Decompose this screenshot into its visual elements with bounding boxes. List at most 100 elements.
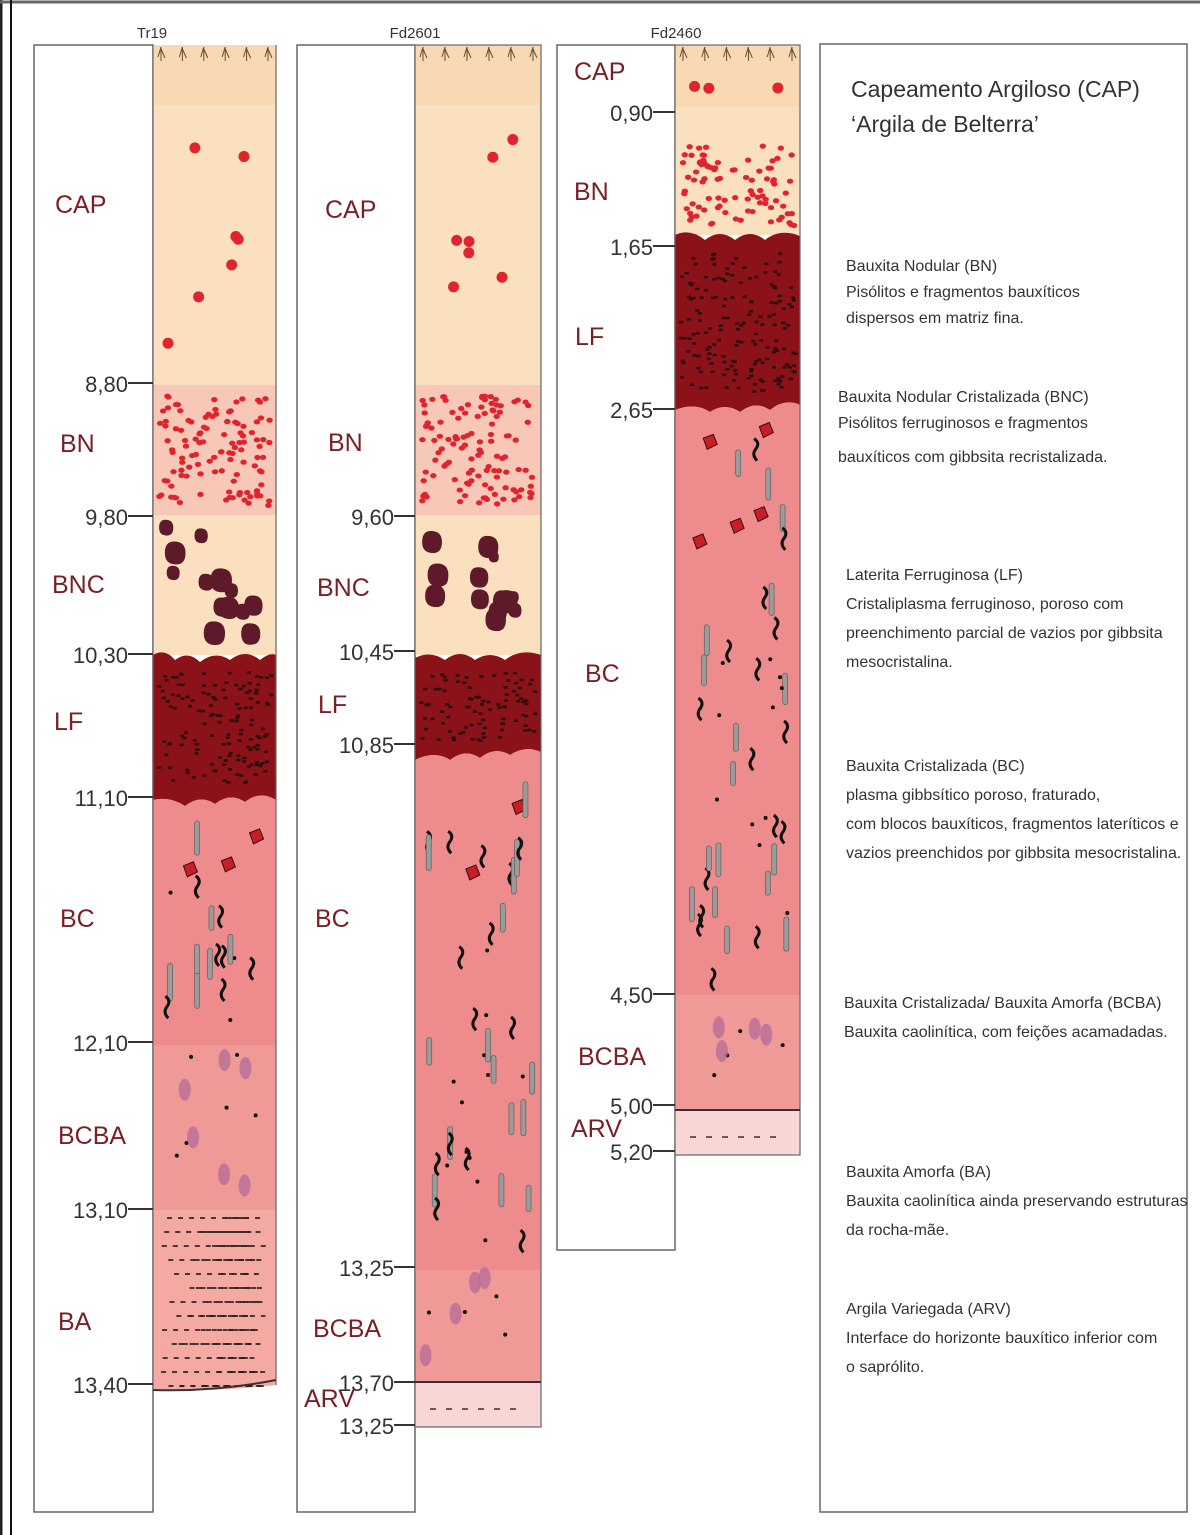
pisolite: [163, 419, 169, 424]
pore-mark: [440, 710, 444, 713]
pore-mark: [760, 323, 764, 326]
gibbsite-crystal: [491, 1055, 496, 1083]
pore-mark: [235, 703, 239, 706]
pisolite: [164, 438, 170, 443]
pisolite: [211, 397, 217, 402]
pore-mark: [235, 717, 239, 720]
pore-mark: [173, 707, 177, 710]
profile-fd2460-column: [675, 45, 800, 1155]
pore-mark: [473, 710, 477, 713]
pore-mark: [773, 379, 777, 382]
pisolite: [260, 437, 266, 442]
pisolite: [701, 176, 707, 181]
pisolite: [212, 469, 218, 474]
pisolite: [491, 468, 497, 473]
pore-mark: [757, 358, 761, 361]
kaolinite-patch: [760, 1024, 772, 1046]
pisolite: [189, 142, 200, 153]
pore-mark: [767, 315, 771, 318]
gibbsite-crystal: [195, 944, 200, 974]
pore-mark: [169, 891, 173, 895]
pore-mark: [443, 676, 447, 679]
layer-arv: [415, 1382, 541, 1427]
pisolite: [445, 437, 451, 442]
pore-mark: [483, 727, 487, 730]
pisolite: [503, 470, 509, 475]
pore-mark: [263, 770, 267, 773]
pore-mark: [261, 728, 265, 731]
pisolite: [680, 160, 686, 165]
depth-label: 10,45: [339, 640, 394, 665]
pisolite: [706, 196, 712, 201]
pisolite: [768, 205, 774, 210]
pisolite: [698, 162, 704, 167]
profile-fd2601-column: [415, 45, 541, 1427]
pore-mark: [712, 263, 716, 266]
pore-mark: [780, 686, 784, 690]
pisolite: [513, 489, 519, 494]
pore-mark: [752, 390, 756, 393]
pisolite: [227, 408, 233, 413]
nodule-blob: [489, 602, 507, 622]
pore-mark: [765, 358, 769, 361]
pore-mark: [210, 734, 214, 737]
pore-mark: [712, 1073, 716, 1077]
pore-mark: [171, 693, 175, 696]
pore-mark: [243, 782, 247, 785]
pore-mark: [761, 380, 765, 383]
pisolite: [175, 402, 181, 407]
pisolite: [475, 473, 481, 478]
pore-mark: [754, 276, 758, 279]
label-bcba: BCBA: [58, 1122, 126, 1150]
pore-mark: [789, 286, 793, 289]
pore-mark: [225, 1106, 229, 1110]
pisolite: [497, 410, 503, 415]
pore-mark: [770, 283, 774, 286]
pore-mark: [197, 710, 201, 713]
pisolite: [236, 440, 242, 445]
layer-cap-top: [675, 45, 800, 107]
pore-mark: [777, 261, 781, 264]
legend-line: o saprólito.: [846, 1359, 924, 1376]
pisolite: [502, 485, 508, 490]
pore-mark: [753, 363, 757, 366]
pore-mark: [749, 300, 753, 303]
pore-mark: [504, 686, 508, 689]
pore-mark: [424, 728, 428, 731]
pisolite: [488, 432, 494, 437]
pore-mark: [162, 697, 166, 700]
pisolite: [686, 144, 692, 149]
pore-mark: [475, 1180, 479, 1184]
pisolite: [256, 444, 262, 449]
pore-mark: [730, 365, 734, 368]
pore-mark: [694, 263, 698, 266]
pore-mark: [210, 763, 214, 766]
label-bn: BN: [574, 178, 609, 206]
legend-line: Pisólitos ferruginosos e fragmentos: [838, 415, 1088, 432]
profile-fd2460-title: Fd2460: [651, 25, 702, 42]
pore-mark: [169, 705, 173, 708]
kaolinite-patch: [179, 1079, 191, 1101]
pore-mark: [228, 672, 232, 675]
pisolite: [240, 424, 246, 429]
gibbsite-crystal: [772, 844, 777, 875]
pisolite: [715, 160, 721, 165]
pore-mark: [533, 690, 537, 693]
pore-mark: [226, 733, 230, 736]
gibbsite-crystal: [486, 1028, 491, 1062]
pisolite: [451, 235, 462, 246]
gibbsite-crystal: [702, 655, 707, 686]
pore-mark: [722, 355, 726, 358]
pore-mark: [180, 697, 184, 700]
gibbsite-crystal: [704, 625, 709, 656]
pisolite: [218, 449, 224, 454]
pisolite: [757, 188, 763, 193]
pore-mark: [235, 720, 239, 723]
pisolite: [475, 414, 481, 419]
pore-mark: [753, 343, 757, 346]
pore-mark: [772, 313, 776, 316]
pisolite: [703, 145, 709, 150]
pore-mark: [735, 322, 739, 325]
pisolite: [525, 420, 531, 425]
pore-mark: [168, 767, 172, 770]
